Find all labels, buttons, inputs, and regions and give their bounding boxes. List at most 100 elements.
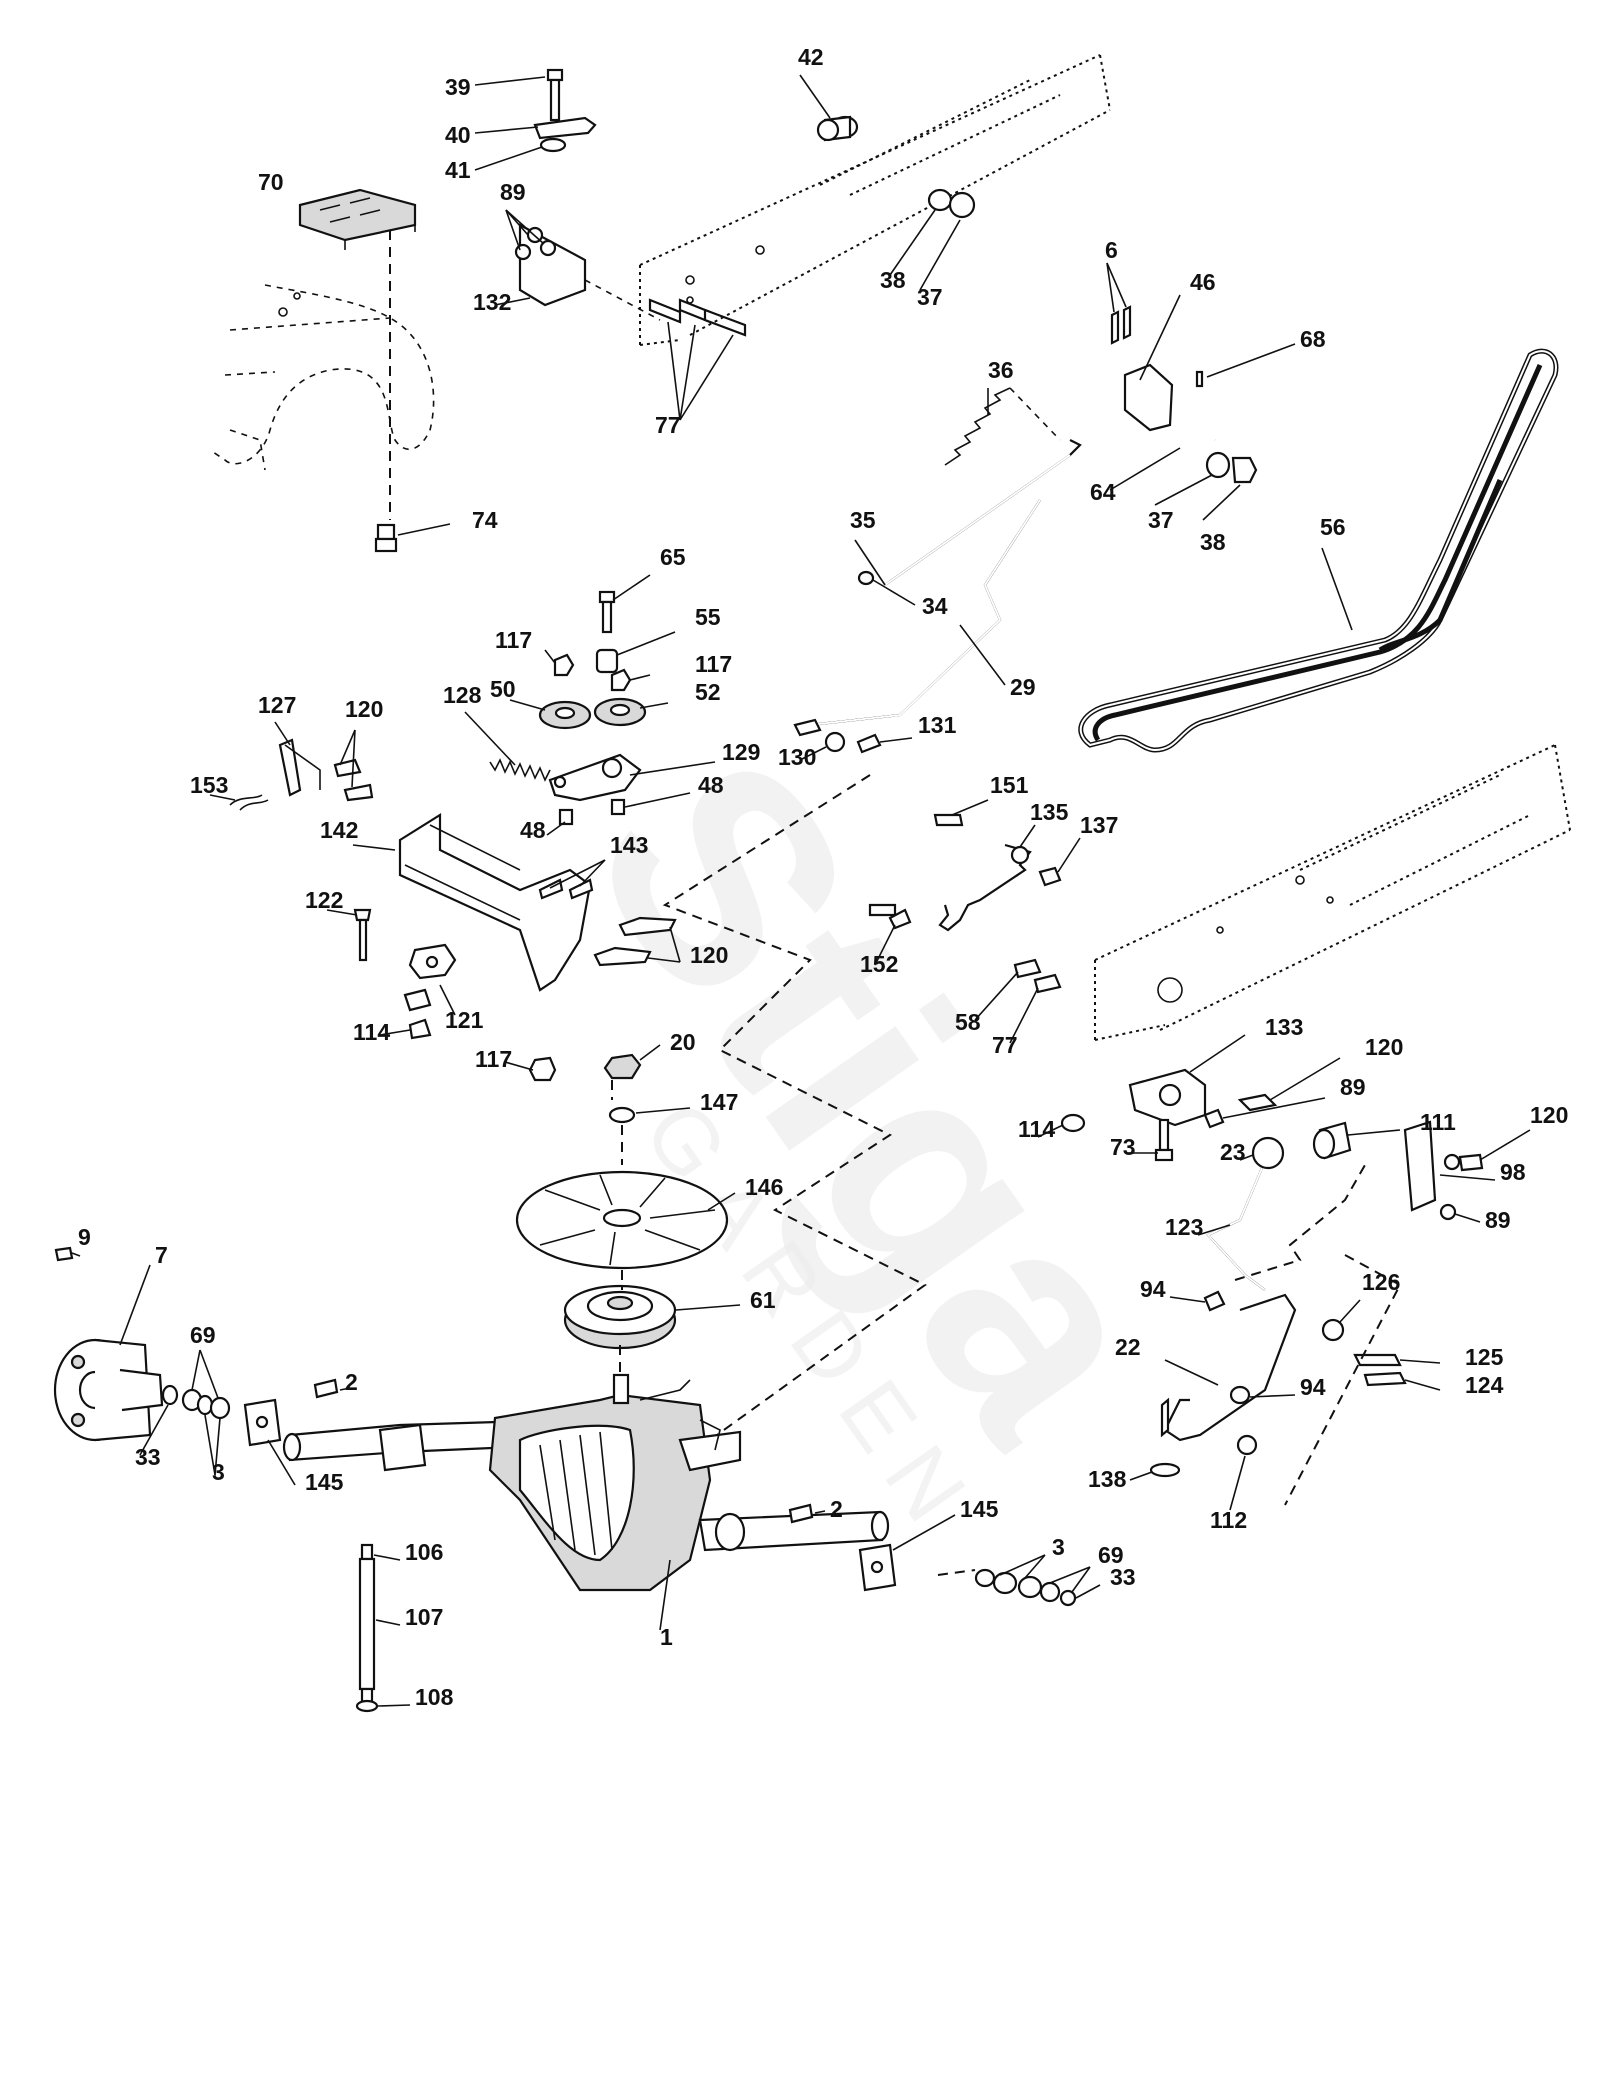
idler-pulley-assembly: [509, 574, 716, 836]
callout-c-120c: 120: [1365, 1034, 1403, 1060]
callout-c-114a: 114: [353, 1019, 390, 1045]
callout-c-56: 56: [1320, 514, 1346, 540]
callout-c-89c: 89: [1485, 1207, 1511, 1233]
lower-frame-rail: [1094, 744, 1571, 1041]
callout-c-6: 6: [1105, 237, 1118, 263]
callout-c-52: 52: [695, 679, 721, 705]
callout-c-146: 146: [745, 1174, 783, 1200]
callout-c-69b: 69: [1098, 1542, 1124, 1568]
callout-c-70: 70: [258, 169, 284, 195]
callout-c-40: 40: [445, 122, 471, 148]
fan-pulley-stack: [515, 1044, 741, 1350]
callout-c-61: 61: [750, 1287, 776, 1313]
callout-c-29: 29: [1010, 674, 1036, 700]
callout-c-74: 74: [472, 507, 498, 533]
upper-frame-rail: [639, 54, 1111, 346]
callout-c-120b: 120: [690, 942, 728, 968]
part-35-rod: [854, 439, 1082, 606]
fender-hole-icon: [278, 307, 288, 317]
callout-c-58: 58: [955, 1009, 981, 1035]
part-133-bracket: [974, 958, 1341, 1162]
callout-c-145b: 145: [960, 1496, 999, 1522]
callout-c-42: 42: [798, 44, 824, 70]
callout-c-73: 73: [1110, 1134, 1136, 1160]
callout-c-41: 41: [445, 157, 471, 183]
callout-c-36: 36: [988, 357, 1014, 383]
callout-c-39: 39: [445, 74, 471, 100]
callout-c-132: 132: [473, 289, 511, 315]
callout-c-22: 22: [1115, 1334, 1141, 1360]
callout-c-94a: 94: [1140, 1276, 1166, 1302]
callout-c-23: 23: [1220, 1139, 1246, 1165]
callout-c-33a: 33: [135, 1444, 161, 1470]
part-145-plates: [243, 1398, 956, 1592]
callout-c-127: 127: [258, 692, 296, 718]
callout-c-130: 130: [778, 744, 816, 770]
callout-c-89b: 89: [1340, 1074, 1366, 1100]
callout-c-64: 64: [1090, 479, 1116, 505]
callout-c-94b: 94: [1300, 1374, 1326, 1400]
callout-c-77b: 77: [992, 1032, 1018, 1058]
part-142-bracket: [209, 721, 681, 992]
callout-c-122: 122: [305, 887, 343, 913]
callout-c-69a: 69: [190, 1322, 216, 1348]
callout-c-133: 133: [1265, 1014, 1303, 1040]
callout-c-1: 1: [660, 1624, 673, 1650]
part-46-bracket: [1106, 262, 1296, 491]
right-washers: [937, 1554, 1101, 1607]
callout-c-153: 153: [190, 772, 228, 798]
callout-c-108: 108: [415, 1684, 454, 1710]
callout-c-126: 126: [1362, 1269, 1400, 1295]
part-107-rod: [355, 1543, 411, 1713]
callout-c-48a: 48: [698, 772, 724, 798]
callout-c-2b: 2: [830, 1496, 843, 1522]
part-64-rod: [889, 188, 1258, 521]
callout-c-98: 98: [1500, 1159, 1526, 1185]
callout-c-123: 123: [1165, 1214, 1203, 1240]
part-7-hub: [53, 1246, 231, 1476]
callout-c-129: 129: [722, 739, 760, 765]
part-2-keys: [313, 1378, 826, 1524]
part-132-bracket: [494, 209, 747, 421]
callout-c-117a: 117: [495, 627, 532, 653]
part-74-bolt: [374, 523, 451, 553]
callout-c-125: 125: [1465, 1344, 1504, 1370]
callout-c-2a: 2: [345, 1369, 358, 1395]
callout-c-3a: 3: [212, 1459, 225, 1485]
part-22-bracket: [1129, 1290, 1297, 1511]
part-39-41-bolt-clamp: [474, 68, 597, 171]
callout-c-120d: 120: [1530, 1102, 1568, 1128]
callout-c-9: 9: [78, 1224, 91, 1250]
callout-c-34: 34: [922, 593, 948, 619]
callout-c-7: 7: [155, 1242, 168, 1268]
part-36-spring: [944, 387, 1061, 466]
callout-c-35: 35: [850, 507, 876, 533]
fender-body: [209, 284, 435, 471]
callout-c-77a: 77: [655, 412, 681, 438]
callout-c-111: 111: [1420, 1109, 1456, 1135]
part-123-shift-lever: [1197, 1136, 1285, 1291]
callout-c-124: 124: [1465, 1372, 1504, 1398]
callout-c-121: 121: [445, 1007, 484, 1033]
part-29-rod: [793, 499, 1041, 761]
callout-c-131: 131: [918, 712, 957, 738]
callout-c-128: 128: [443, 682, 482, 708]
callout-c-120a: 120: [345, 696, 383, 722]
callout-c-50: 50: [490, 676, 516, 702]
callout-c-89a: 89: [500, 179, 526, 205]
callout-c-137: 137: [1080, 812, 1118, 838]
callout-c-48b: 48: [520, 817, 546, 843]
callout-c-112: 112: [1210, 1507, 1247, 1533]
callout-c-46: 46: [1190, 269, 1216, 295]
callout-c-142: 142: [320, 817, 358, 843]
part-121-clamp: [326, 908, 557, 1082]
callout-c-3b: 3: [1052, 1534, 1065, 1560]
part-1-transaxle: [282, 1373, 890, 1631]
callout-c-143: 143: [610, 832, 648, 858]
callout-c-117c: 117: [475, 1046, 512, 1072]
part-124-125-bolts: [1321, 1299, 1441, 1391]
callout-c-138: 138: [1088, 1466, 1127, 1492]
part-146-fan: [515, 1170, 736, 1270]
callout-c-147: 147: [700, 1089, 738, 1115]
